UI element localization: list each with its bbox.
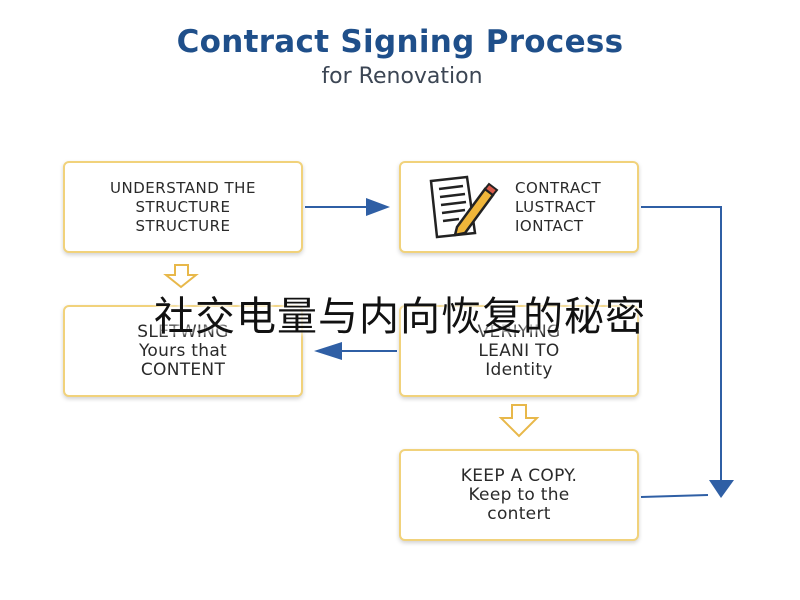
step-3-text: SLETWING Yours that CONTENT — [137, 321, 229, 380]
step-understand-structure: UNDERSTAND THE STRUCTURE STRUCTURE — [63, 161, 303, 253]
step-5-line-2: Keep to the — [468, 484, 570, 505]
step-2-line-3: IONTACT — [515, 216, 584, 235]
step-sletwing-content: SLETWING Yours that CONTENT — [63, 305, 303, 397]
step-verify-identity: VERIYING LEANI TO Identity — [399, 305, 639, 397]
contract-document-pen-icon — [429, 175, 499, 239]
step-2-text: CONTRACT LUSTRACT IONTACT — [515, 179, 601, 236]
step-5-line-1: KEEP A COPY. — [460, 465, 578, 486]
diagram-subtitle: for Renovation — [321, 64, 483, 89]
arrowhead-step1-to-step2 — [366, 198, 390, 216]
step-3-line-2: Yours that — [138, 340, 228, 361]
arrowhead-step4-to-step3 — [314, 342, 342, 360]
step-2-line-1: CONTRACT — [515, 178, 602, 197]
down-arrow-step4-to-step5 — [498, 404, 540, 438]
step-4-line-3: Identity — [485, 359, 553, 380]
diagram-title: Contract Signing Process — [176, 24, 624, 60]
step-1-line-2: STRUCTURE — [135, 197, 231, 216]
arrowhead-right-down — [709, 480, 734, 498]
step-1-text: UNDERSTAND THE STRUCTURE STRUCTURE — [110, 179, 256, 236]
step-5-line-3: contert — [487, 503, 551, 524]
arrow-step2-down-right — [641, 206, 722, 484]
overlay-caption: 社交电量与内向恢复的秘密 — [154, 294, 646, 340]
step-2-line-2: LUSTRACT — [515, 197, 596, 216]
step-contract: CONTRACT LUSTRACT IONTACT — [399, 161, 639, 253]
step-3-line-3: CONTENT — [140, 359, 226, 380]
step-3-line-1: SLETWING — [137, 321, 229, 342]
step-1-line-3: STRUCTURE — [135, 216, 231, 235]
step-keep-copy: KEEP A COPY. Keep to the contert — [399, 449, 639, 541]
step-4-text: VERIYING LEANI TO Identity — [477, 321, 561, 380]
step-4-line-1: VERIYING — [477, 321, 561, 342]
arrow-step5-to-right — [640, 494, 709, 498]
step-5-text: KEEP A COPY. Keep to the contert — [460, 465, 578, 524]
step-1-line-1: UNDERSTAND THE — [110, 178, 256, 197]
step-4-line-2: LEANI TO — [478, 340, 560, 361]
down-arrow-step1-to-step3 — [163, 264, 199, 289]
